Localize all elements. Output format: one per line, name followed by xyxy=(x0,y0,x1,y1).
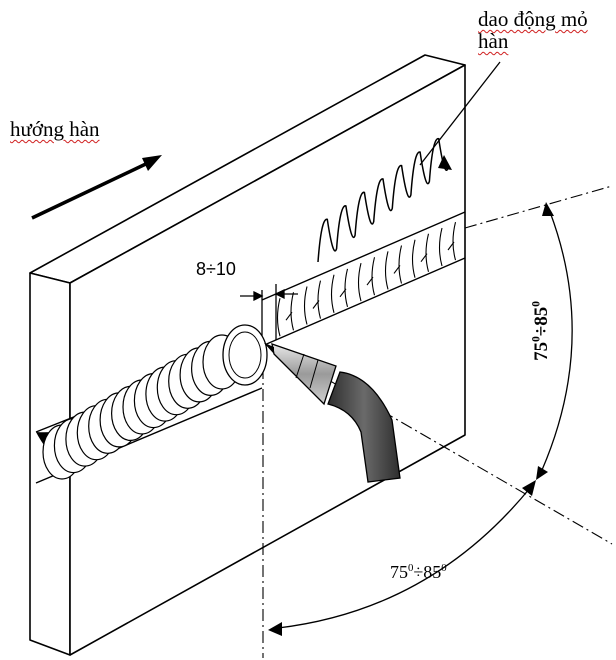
oscillation-text-line1: dao động mỏ xyxy=(478,7,588,31)
groove-arc xyxy=(425,233,430,272)
weld-axis-line xyxy=(464,185,613,229)
groove-hatching xyxy=(276,221,457,337)
welding-direction-label: hướng hàn xyxy=(10,118,100,140)
oscillation-leader-line xyxy=(419,61,501,166)
degree-mark: 0 xyxy=(441,562,447,574)
groove-arc xyxy=(384,251,389,290)
bead-ripples xyxy=(42,334,242,480)
weld-pool-inner xyxy=(228,331,262,379)
weave-zigzag xyxy=(317,137,449,263)
plate-front-face xyxy=(69,64,466,656)
angle-arc-vertical xyxy=(536,202,573,480)
groove-arc xyxy=(303,286,308,325)
weld-groove xyxy=(261,211,466,347)
groove-arc xyxy=(330,274,335,313)
degree-mark: 0 xyxy=(530,336,543,342)
degree-mark: 0 xyxy=(408,562,414,574)
vertical-angle-min: 75 xyxy=(530,341,552,361)
welding-direction-text: hướng hàn xyxy=(10,117,100,141)
welding-torch xyxy=(264,343,401,483)
vertical-angle-label: 750÷850 xyxy=(530,301,552,361)
weld-pool xyxy=(222,324,268,386)
groove-arc xyxy=(317,280,322,319)
weld-bead-completed xyxy=(35,334,263,484)
vertical-angle-max: ÷85 xyxy=(530,306,552,337)
horizontal-angle-label: 750÷850 xyxy=(390,563,447,582)
electrode-tip xyxy=(264,343,274,354)
groove-arc xyxy=(276,298,281,337)
direction-arrow-icon xyxy=(31,155,162,220)
weave-pattern xyxy=(317,137,452,263)
gap-label: 8÷10 xyxy=(196,259,236,279)
groove-arc xyxy=(290,292,295,331)
weave-arrowhead xyxy=(438,155,452,170)
torch-neck xyxy=(327,371,401,483)
horizontal-angle-max: ÷85 xyxy=(413,562,442,582)
groove-arc xyxy=(452,221,457,261)
degree-mark: 0 xyxy=(530,301,543,307)
groove-arc xyxy=(438,227,443,267)
angle-arc-horizontal xyxy=(268,480,536,636)
groove-arc xyxy=(411,239,416,278)
groove-arc xyxy=(357,262,362,302)
groove-arc xyxy=(344,268,349,308)
horizontal-angle-min: 75 xyxy=(390,562,408,582)
groove-arc xyxy=(371,257,376,296)
oscillation-text-line2: hàn xyxy=(478,29,509,54)
groove-arc xyxy=(398,245,403,284)
oscillation-label: dao động mỏ hàn xyxy=(478,8,588,52)
